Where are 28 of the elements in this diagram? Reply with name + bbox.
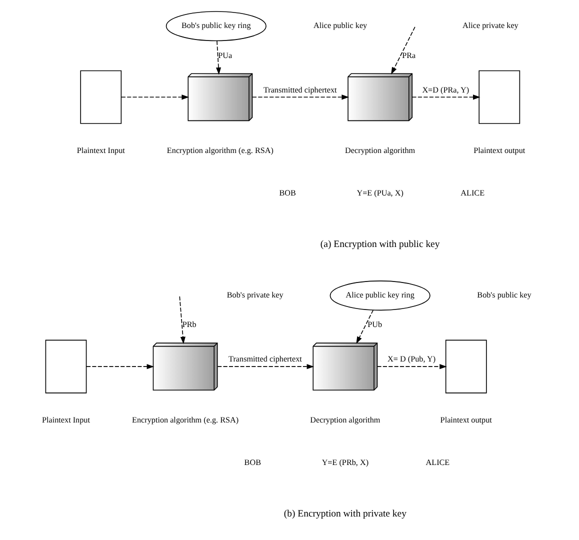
node-label: Plaintext Input (42, 416, 90, 425)
edge-label: Transmitted ciphertext (262, 85, 336, 94)
label: Alice public key (313, 21, 367, 30)
edge-label: X=D (PRa, Y) (422, 85, 469, 94)
edge-label: PUb (367, 320, 382, 330)
edge-label: PRb (182, 320, 196, 330)
edge-label: Transmitted ciphertext (228, 354, 302, 364)
label: (b) Encryption with private key (283, 508, 406, 520)
label: BOB (244, 458, 261, 467)
label: Y=E (PUa, X) (356, 188, 403, 198)
label: ALICE (460, 188, 484, 198)
node-label: Plaintext output (473, 146, 525, 156)
edge-label: X= D (Pub, Y) (387, 354, 436, 364)
node-label: Plaintext Input (76, 146, 124, 156)
label: Bob's public key (476, 290, 531, 300)
label: Alice private key (462, 21, 518, 30)
edge-label: PUa (218, 50, 232, 60)
label: (a) Encryption with public key (320, 238, 440, 250)
label: ALICE (425, 458, 450, 467)
node-label: Encryption algorithm (e.g. RSA) (132, 416, 238, 425)
label: BOB (278, 188, 296, 198)
node-label: Encryption algorithm (e.g. RSA) (166, 146, 273, 156)
edge-label: PRa (402, 50, 416, 60)
node-label: Decryption algorithm (310, 416, 380, 425)
label: Y=E (PRb, X) (321, 458, 368, 467)
node-label: Decryption algorithm (344, 146, 415, 156)
label: Bob's private key (226, 290, 283, 300)
node-label: Plaintext output (440, 416, 492, 425)
